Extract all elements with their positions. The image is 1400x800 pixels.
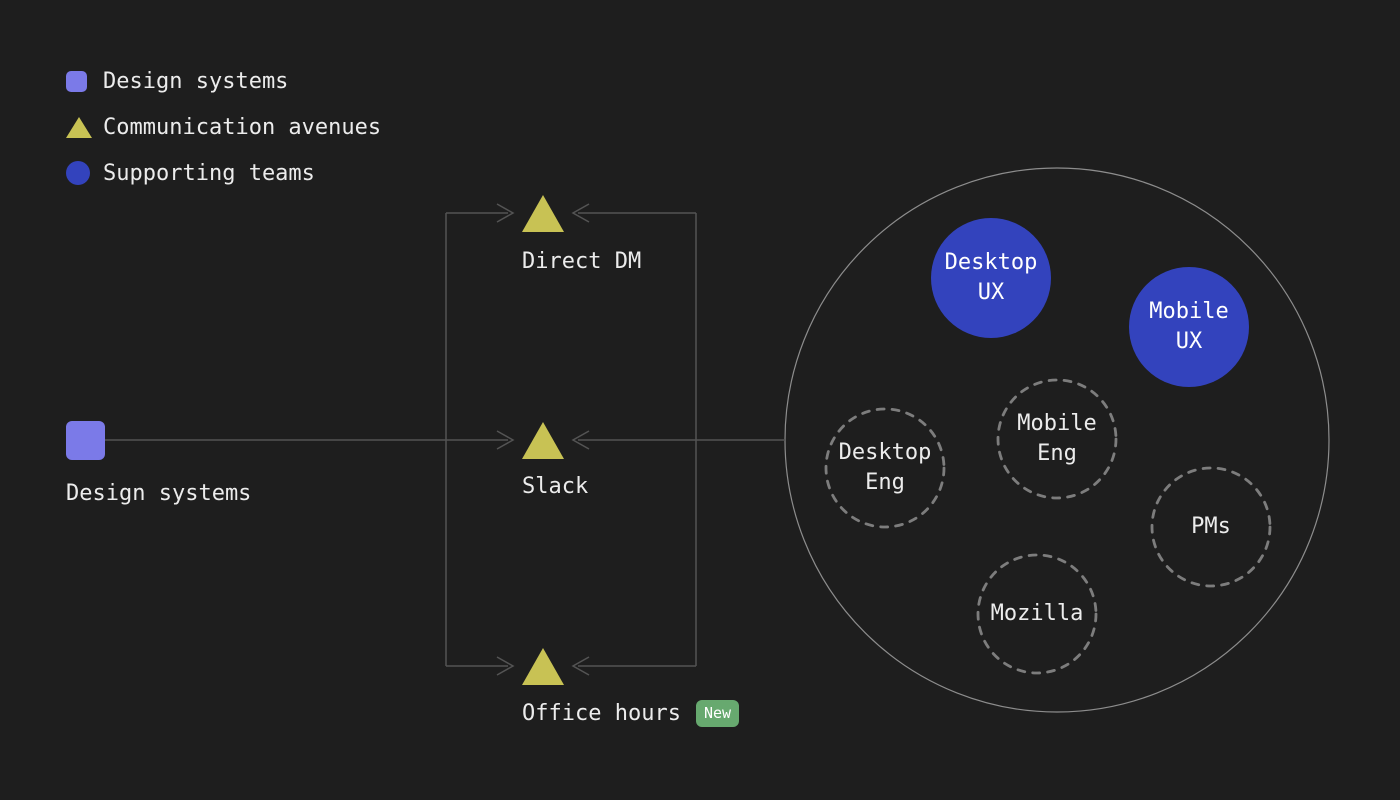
arrowhead-slack-right [571,430,590,450]
team-outline-mozilla [976,553,1098,675]
slack-label: Slack [522,474,589,499]
circle-icon [66,161,90,185]
team-circle-mozilla: Mozilla [990,601,1084,626]
square-icon [66,70,87,92]
new-badge: New [695,700,740,727]
office-hours-label: Office hours [522,701,681,726]
arrowhead-directdm-right [571,203,590,223]
team-circle-desktop-eng: Desktop Eng [838,440,932,495]
team-circle-mobile-eng: Mobile Eng [1017,411,1097,466]
team-circle-mobile-ux: Mobile UX [1129,267,1249,387]
legend-item-supporting-teams: Supporting teams [66,160,315,186]
legend-item-communication-avenues: Communication avenues [66,114,381,140]
design-systems-node [66,421,105,460]
office-hours-row: Office hours New [522,700,740,727]
slack-triangle [522,422,564,459]
arrowhead-slack-left [496,430,515,450]
direct-dm-label: Direct DM [522,249,642,274]
office-hours-triangle [522,648,564,685]
arrowhead-directdm-left [496,203,515,223]
arrowhead-officehours-right [571,656,590,676]
arrowhead-officehours-left [496,656,515,676]
team-outline-desktop-eng [824,407,946,529]
direct-dm-triangle [522,195,564,232]
legend-item-design-systems: Design systems [66,68,288,94]
team-outline-mobile-eng [996,378,1118,500]
team-outline-pms [1150,466,1272,588]
design-systems-node-label: Design systems [66,481,252,506]
legend-label: Design systems [103,68,289,94]
team-circle-pms: PMs [1191,514,1231,539]
team-circle-desktop-ux: Desktop UX [931,218,1051,338]
legend-label: Communication avenues [103,114,382,140]
triangle-icon [66,116,92,138]
legend-label: Supporting teams [103,160,315,186]
